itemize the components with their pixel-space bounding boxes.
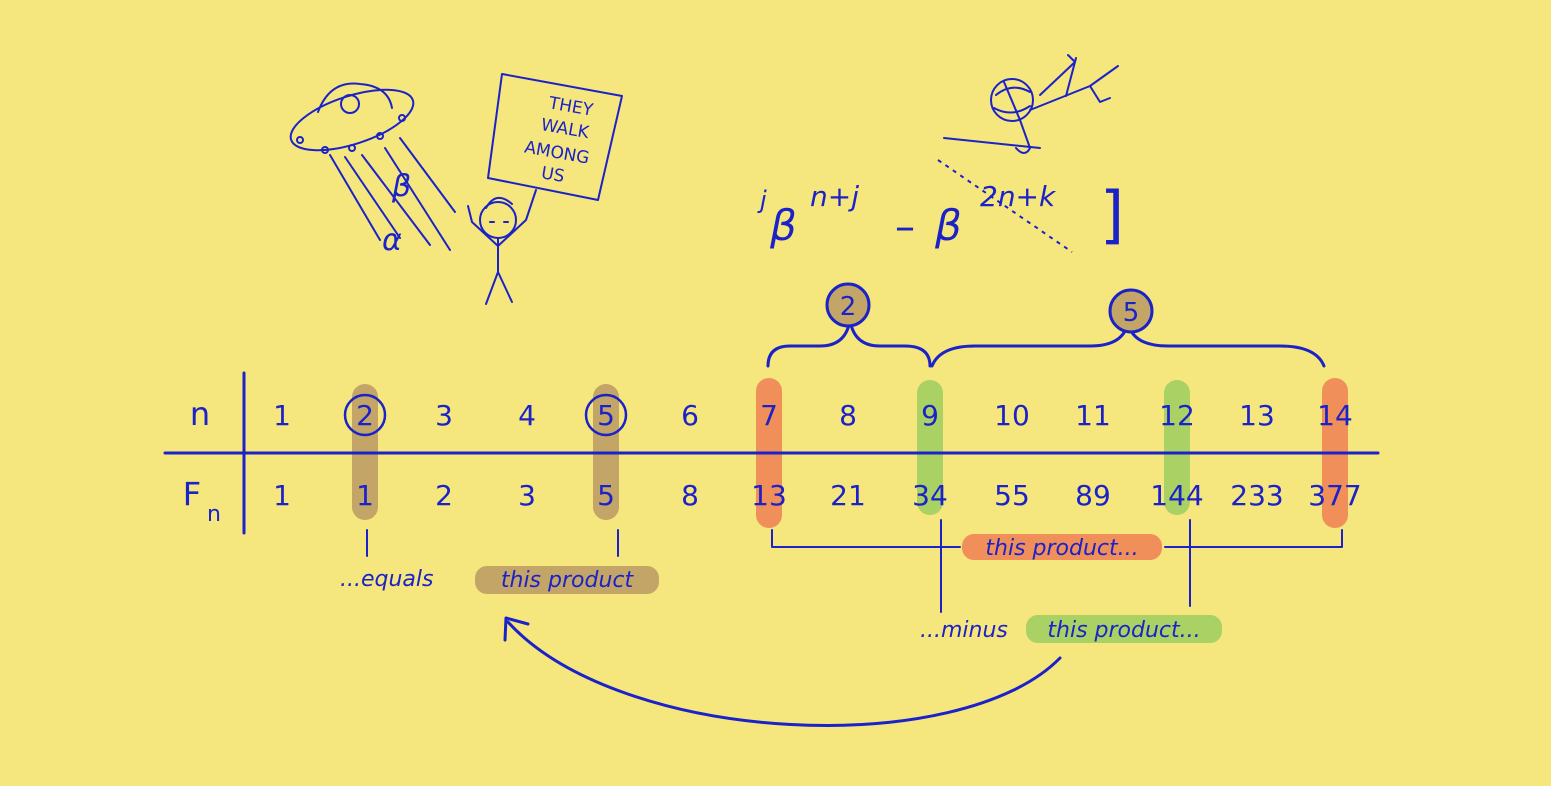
connector-orange	[771, 529, 1343, 548]
fn-value: 8	[681, 479, 699, 512]
equals-highlight-text: this product	[501, 568, 635, 593]
fn-value: 1	[356, 479, 374, 512]
formula-beta-1: β	[769, 201, 797, 250]
fn-value: 1	[273, 479, 291, 512]
n-value-circle	[584, 393, 628, 437]
n-value: 12	[1159, 399, 1195, 432]
equals-highlight-bg	[475, 566, 659, 594]
sign-line-3: AMONG	[523, 138, 591, 169]
falling-stick-figure	[943, 54, 1119, 154]
orange-product-text: this product...	[985, 536, 1138, 561]
fn-value: 377	[1308, 479, 1361, 512]
fn-value: 13	[751, 479, 787, 512]
fn-value: 55	[994, 479, 1030, 512]
n-value: 10	[994, 399, 1030, 432]
n-value: 7	[760, 399, 778, 432]
formula-dotted-line	[937, 159, 1073, 253]
minus-highlight-bg	[1026, 615, 1222, 643]
row-label-f-subscript: n	[207, 502, 221, 527]
brace-right-badge	[1108, 288, 1154, 334]
green-highlight-bar-2	[1164, 380, 1190, 515]
equals-prefix-text: ...equals	[340, 567, 433, 592]
n-value: 13	[1239, 399, 1275, 432]
n-value: 1	[273, 399, 291, 432]
ufo-beam-beta: β	[391, 169, 411, 204]
minus-prefix-text: ...minus	[920, 618, 1008, 643]
brace-left-count: 2	[840, 292, 857, 322]
sign-line-4: US	[540, 163, 566, 187]
fn-value: 3	[518, 479, 536, 512]
n-value: 6	[681, 399, 699, 432]
ufo-drawing: β α	[289, 82, 456, 258]
n-value: 14	[1317, 399, 1353, 432]
protester-stick-figure	[467, 73, 623, 305]
green-highlight-bar-1	[917, 380, 943, 515]
fn-value: 233	[1230, 479, 1283, 512]
n-value: 4	[518, 399, 536, 432]
n-value: 2	[356, 399, 374, 432]
fn-value: 5	[597, 479, 615, 512]
formula: j β n+j – β 2n+k ]	[757, 159, 1124, 253]
row-label-n: n	[190, 395, 210, 433]
orange-product-highlight	[962, 534, 1162, 560]
formula-sup-j: j	[757, 186, 767, 214]
brace-left-badge	[825, 282, 871, 328]
protest-sign-text: THEY WALK AMONG US	[523, 93, 595, 187]
formula-bracket: ]	[1100, 178, 1124, 251]
row-label-f: F	[183, 475, 201, 513]
curved-arrow-head	[503, 616, 530, 642]
n-value: 9	[921, 399, 939, 432]
fn-row: 1 1 2 3 5 8 13 21 34 55 89 144 233 377	[273, 479, 1362, 512]
fn-value: 2	[435, 479, 453, 512]
n-value: 5	[597, 399, 615, 432]
formula-minus: –	[895, 204, 915, 250]
brace-right-count: 5	[1123, 298, 1140, 328]
fn-value: 34	[912, 479, 948, 512]
minus-highlight-text: this product...	[1047, 618, 1200, 643]
formula-beta-2: β	[934, 201, 962, 250]
fn-value: 144	[1150, 479, 1203, 512]
curved-arrow	[506, 620, 1062, 727]
ufo-beam-alpha: α	[382, 223, 402, 258]
n-value: 8	[839, 399, 857, 432]
fn-value: 89	[1075, 479, 1111, 512]
n-value: 3	[435, 399, 453, 432]
formula-exp-1: n+j	[810, 180, 859, 213]
n-value-circle	[343, 393, 387, 437]
n-value: 11	[1075, 399, 1111, 432]
fn-value: 21	[830, 479, 866, 512]
